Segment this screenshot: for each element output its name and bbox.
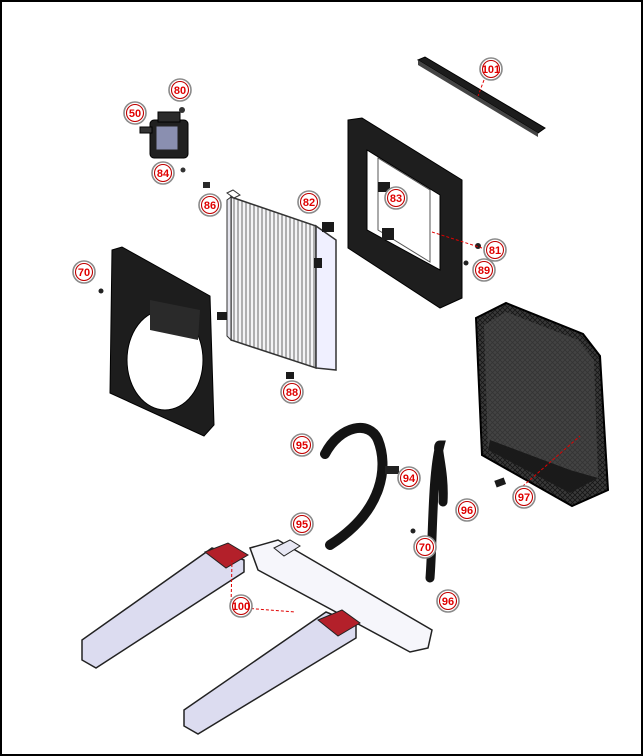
frame-nut: [475, 243, 481, 249]
plug: [203, 182, 210, 188]
mount-pads: [203, 542, 361, 637]
callout-number: 89: [478, 265, 490, 277]
callout-radiator-fitting: 82: [297, 190, 321, 214]
callout-radiator-drain: 88: [280, 380, 304, 404]
callout-reservoir: 50: [123, 101, 147, 125]
radiator: [217, 189, 337, 371]
callout-number: 81: [489, 245, 501, 257]
stabilizer-bar: [416, 56, 546, 137]
callout-number: 96: [442, 596, 454, 608]
callout-hose-clamp-upper: 95: [290, 433, 314, 457]
callout-number: 101: [482, 64, 500, 76]
mount-screw: [410, 528, 416, 534]
reservoir-fitting: [180, 167, 186, 173]
lower-hose: [425, 440, 448, 583]
callout-number: 86: [204, 200, 216, 212]
callout-number: 95: [296, 519, 308, 531]
callout-hose-clamp-lower: 95: [290, 512, 314, 536]
callout-number: 95: [296, 440, 308, 452]
callout-shroud-screw: 70: [72, 260, 96, 284]
callout-bar: 101: [479, 57, 503, 81]
callout-number: 94: [403, 473, 416, 485]
callout-hose-tee: 94: [397, 466, 421, 490]
callout-labels: 101 50 80 84 86 82 83 81 89 70 88 95 94 96 95 70 96 97 100: [72, 57, 536, 618]
callout-number: 70: [78, 267, 90, 279]
callout-reservoir-cap: 80: [168, 78, 192, 102]
radiator-frame: [347, 117, 463, 309]
radiator-drain: [286, 372, 294, 379]
callout-screen-grommet: 97: [512, 485, 536, 509]
callout-number: 100: [232, 601, 250, 613]
frame-washer: [463, 260, 469, 266]
callout-reservoir-fitting: 84: [151, 161, 175, 185]
coolant-reservoir: [139, 111, 189, 159]
fan-shroud: [109, 246, 215, 437]
callout-plug: 86: [198, 193, 222, 217]
shroud-screw: [98, 288, 104, 294]
screen-grommet: [494, 477, 507, 488]
callout-number: 96: [461, 505, 473, 517]
callout-mount-screw: 70: [413, 535, 437, 559]
callout-number: 83: [390, 193, 402, 205]
callout-mount-pads: 100: [229, 594, 253, 618]
callout-number: 80: [174, 85, 186, 97]
reservoir-cap: [179, 107, 185, 113]
hose-tee: [385, 466, 399, 474]
callout-frame-nut: 81: [483, 238, 507, 262]
callout-number: 82: [303, 197, 315, 209]
mount-rails: [81, 539, 433, 735]
callout-hose-clamp-right: 96: [455, 498, 479, 522]
callout-number: 84: [157, 168, 170, 180]
callout-number: 50: [129, 108, 141, 120]
callout-number: 97: [518, 492, 530, 504]
callout-hose-clamp-bottom: 96: [436, 589, 460, 613]
callout-frame-washer: 89: [472, 258, 496, 282]
upper-hose: [320, 422, 388, 550]
callout-number: 70: [419, 542, 431, 554]
radiator-screen: [474, 301, 610, 508]
callout-frame-bolt: 83: [384, 186, 408, 210]
callout-number: 88: [286, 387, 298, 399]
